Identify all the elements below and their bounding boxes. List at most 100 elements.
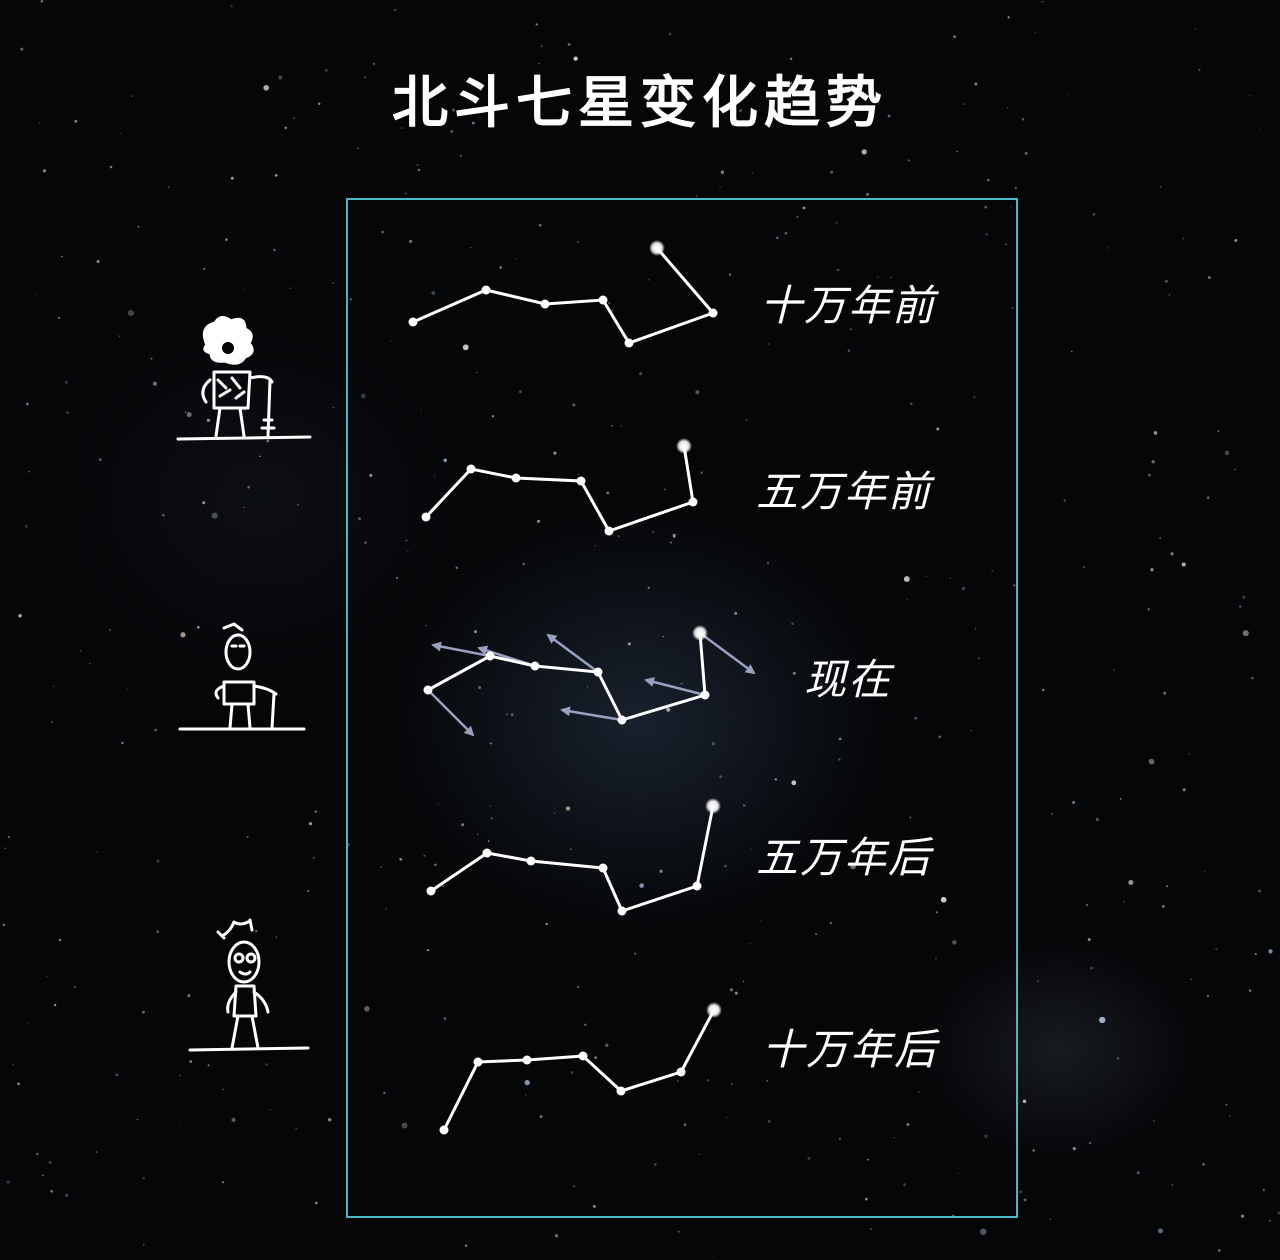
- background-star: [73, 986, 76, 988]
- background-star: [471, 121, 475, 125]
- background-star: [865, 1197, 868, 1201]
- background-star: [666, 707, 671, 712]
- background-star: [58, 938, 62, 942]
- background-star: [1217, 430, 1220, 432]
- background-star: [364, 76, 367, 79]
- background-star: [437, 803, 439, 805]
- background-star: [18, 614, 22, 618]
- background-star: [584, 1023, 587, 1026]
- background-star: [1202, 1163, 1205, 1166]
- background-star: [838, 1137, 841, 1140]
- background-star: [1181, 562, 1186, 567]
- background-star: [307, 889, 310, 893]
- background-star: [778, 106, 781, 109]
- background-star: [663, 488, 666, 491]
- background-star: [20, 47, 24, 51]
- background-star: [851, 849, 853, 852]
- background-star: [974, 82, 978, 86]
- background-star: [535, 23, 538, 26]
- background-star: [99, 458, 102, 461]
- background-star: [1153, 1120, 1155, 1122]
- background-star: [838, 737, 842, 741]
- page-title: 北斗七星变化趋势: [392, 71, 888, 136]
- background-star: [906, 1122, 910, 1127]
- background-star: [1241, 1214, 1245, 1218]
- background-star: [776, 236, 779, 240]
- star: [692, 881, 702, 891]
- star: [676, 1067, 686, 1077]
- background-star: [390, 340, 393, 342]
- background-star: [1225, 1103, 1228, 1106]
- background-star: [51, 721, 53, 723]
- era-label-100k-ago: 十万年前: [760, 281, 937, 330]
- background-star: [790, 57, 793, 60]
- background-star: [478, 686, 481, 689]
- background-star: [66, 411, 69, 414]
- background-star: [1194, 28, 1197, 30]
- background-star: [907, 159, 911, 162]
- motion-arrows: [427, 631, 756, 737]
- star: [421, 512, 431, 522]
- background-star: [767, 562, 770, 565]
- background-star: [606, 491, 610, 495]
- background-star: [325, 69, 328, 72]
- background-star: [1204, 900, 1206, 902]
- background-star: [866, 1158, 869, 1161]
- background-star: [677, 1230, 680, 1233]
- background-star: [838, 758, 841, 761]
- star: [708, 308, 718, 318]
- background-star: [196, 625, 200, 629]
- background-star: [952, 940, 957, 945]
- background-star: [476, 833, 479, 836]
- background-star: [791, 622, 794, 625]
- star: [522, 1055, 532, 1065]
- background-star: [222, 1181, 225, 1184]
- star: [706, 1002, 722, 1018]
- background-star: [7, 835, 11, 839]
- background-star: [1170, 552, 1174, 556]
- background-star: [186, 412, 192, 418]
- background-star: [540, 44, 543, 48]
- background-star: [278, 75, 283, 80]
- background-star: [506, 713, 508, 716]
- constellation-frame: [346, 198, 1018, 1218]
- background-star: [739, 109, 743, 113]
- background-star: [407, 550, 409, 553]
- background-star: [1006, 107, 1008, 109]
- background-star: [963, 103, 966, 106]
- background-star: [308, 822, 313, 826]
- background-star: [617, 534, 620, 538]
- background-star: [565, 806, 571, 811]
- background-star: [1148, 473, 1151, 477]
- star: [616, 1086, 626, 1096]
- background-star: [961, 587, 965, 591]
- background-star: [1151, 460, 1155, 464]
- background-star: [726, 1117, 728, 1119]
- background-star: [131, 95, 133, 97]
- background-star: [987, 178, 990, 182]
- background-star: [332, 406, 335, 409]
- background-star: [1095, 817, 1099, 822]
- background-star: [936, 427, 940, 431]
- background-star: [369, 473, 373, 477]
- background-star: [143, 1243, 145, 1246]
- background-star: [719, 186, 721, 188]
- background-star: [161, 513, 165, 517]
- background-star: [577, 985, 580, 988]
- star: [692, 625, 708, 641]
- background-star: [416, 163, 419, 167]
- background-star: [1242, 630, 1249, 637]
- background-star: [89, 662, 91, 665]
- background-star: [647, 586, 650, 589]
- background-star: [711, 742, 715, 746]
- background-star: [1207, 276, 1211, 280]
- background-star: [187, 994, 191, 998]
- background-star: [538, 223, 542, 227]
- background-star: [396, 577, 398, 579]
- background-star: [1005, 243, 1007, 246]
- background-star: [887, 114, 891, 118]
- background-star: [1217, 1249, 1221, 1252]
- background-star: [206, 418, 211, 422]
- background-star: [1182, 788, 1186, 792]
- background-star: [1188, 753, 1191, 756]
